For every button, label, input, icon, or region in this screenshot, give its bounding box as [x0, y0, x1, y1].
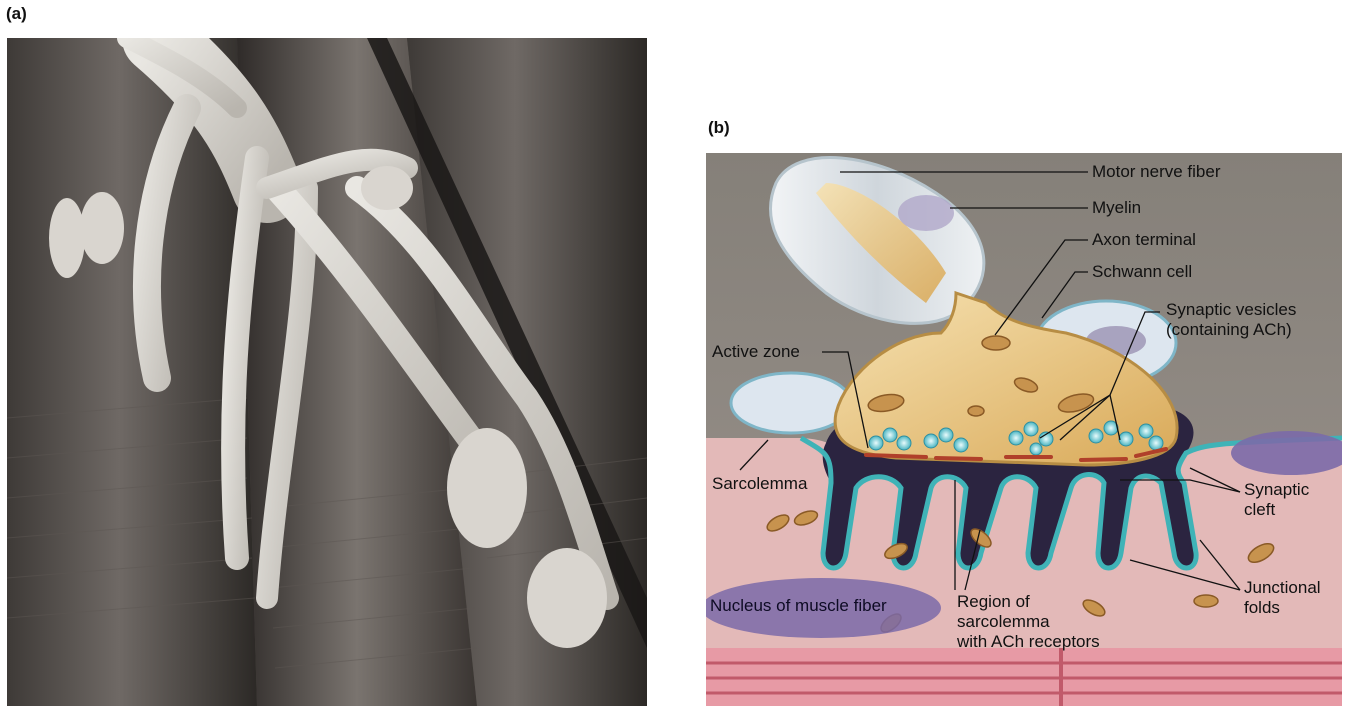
label-axon-terminal: Axon terminal	[1092, 230, 1196, 250]
label-sarcolemma: Sarcolemma	[712, 474, 807, 494]
label-synaptic-vesicles: Synaptic vesicles (containing ACh)	[1166, 300, 1296, 340]
label-synaptic-cleft: Synaptic cleft	[1244, 480, 1309, 520]
panel-b-label: (b)	[708, 118, 730, 138]
label-motor-nerve-fiber: Motor nerve fiber	[1092, 162, 1221, 182]
label-nucleus: Nucleus of muscle fiber	[710, 596, 887, 616]
label-schwann-cell: Schwann cell	[1092, 262, 1192, 282]
panel-a-label: (a)	[6, 4, 27, 24]
label-active-zone: Active zone	[712, 342, 800, 362]
schwann-cell-left	[731, 373, 851, 433]
label-region-receptors: Region of sarcolemma with ACh receptors	[957, 592, 1100, 652]
sem-micrograph	[7, 38, 647, 706]
label-junctional-folds: Junctional folds	[1244, 578, 1321, 618]
myelin-nucleus	[898, 195, 954, 231]
label-myelin: Myelin	[1092, 198, 1141, 218]
